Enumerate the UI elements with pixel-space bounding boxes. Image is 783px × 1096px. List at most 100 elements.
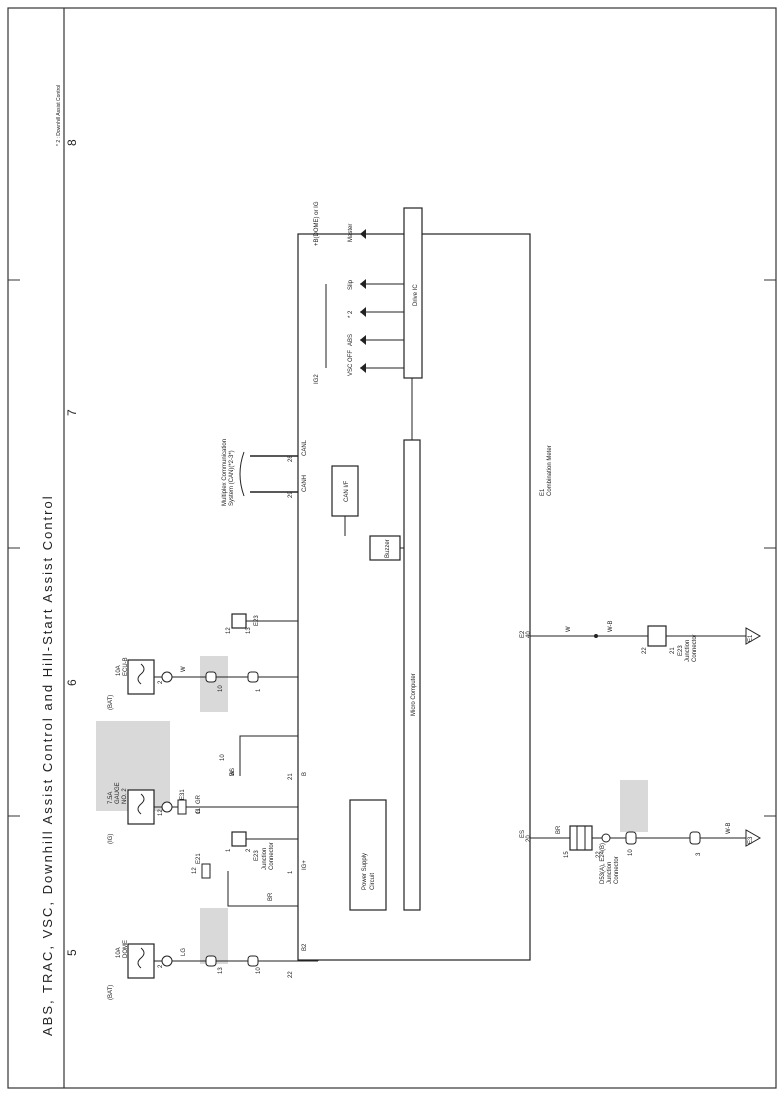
svg-text:13: 13 (246, 627, 252, 634)
fuse-dome: (BAT) 10A DOME 2 13 10 LG (108, 940, 318, 1000)
svg-text:1: 1 (288, 870, 294, 874)
svg-text:G: G (196, 809, 202, 814)
svg-text:CANL: CANL (302, 439, 308, 456)
svg-text:12: 12 (192, 867, 198, 874)
svg-text:22: 22 (288, 971, 294, 978)
diagram-title: ABS, TRAC, VSC, Downhill Assist Control … (40, 494, 55, 1036)
fuse-ecu-b: (BAT) 10A ECU-B 2 10 1 W (108, 657, 320, 710)
svg-text:BR: BR (556, 825, 562, 834)
svg-text:10A: 10A (116, 947, 122, 958)
svg-text:13: 13 (218, 967, 224, 974)
svg-text:GR: GR (196, 794, 202, 804)
svg-text:2: 2 (158, 964, 164, 968)
svg-text:Connector: Connector (692, 634, 698, 662)
zone-label: 8 (65, 139, 79, 146)
svg-text:40: 40 (526, 631, 532, 638)
svg-text:Junction: Junction (607, 862, 613, 884)
svg-text:+B(DOME) or IG: +B(DOME) or IG (314, 201, 320, 246)
svg-text:21: 21 (670, 647, 676, 654)
svg-text:System (CAN)(*2-3*): System (CAN)(*2-3*) (229, 450, 235, 506)
svg-text:21: 21 (288, 773, 294, 780)
svg-text:NO. 2: NO. 2 (122, 788, 128, 804)
svg-text:12: 12 (226, 627, 232, 634)
svg-text:W-B: W-B (608, 620, 614, 632)
svg-text:BR: BR (268, 892, 274, 901)
svg-text:Master: Master (348, 224, 354, 242)
svg-text:ABS: ABS (348, 334, 354, 346)
svg-text:(BAT): (BAT) (108, 985, 114, 1000)
svg-text:28: 28 (288, 455, 294, 462)
indicator-downhill-assist: * 2 (348, 307, 404, 318)
svg-text:E23: E23 (254, 850, 260, 861)
svg-text:GAUGE: GAUGE (115, 782, 121, 804)
svg-text:E21: E21 (196, 853, 202, 864)
zone-label: 7 (65, 409, 79, 416)
svg-text:1: 1 (256, 688, 262, 692)
svg-text:Drive IC: Drive IC (413, 284, 419, 306)
shade-area (200, 908, 228, 964)
svg-text:ES: ES (520, 830, 526, 838)
svg-text:W-B: W-B (726, 822, 732, 834)
shade-area (96, 721, 170, 811)
junction-connector-e23: E23 Junction Connector E23 1 2 12 13 (226, 613, 275, 870)
svg-text:Power Supply: Power Supply (362, 853, 368, 890)
svg-text:Connector: Connector (269, 842, 275, 870)
svg-text:IG2: IG2 (314, 374, 320, 384)
svg-text:Junction: Junction (262, 848, 268, 870)
svg-text:ECU-B: ECU-B (123, 657, 129, 676)
svg-text:E23: E23 (254, 615, 260, 626)
svg-text:20: 20 (526, 835, 532, 842)
indicator-abs: ABS (348, 334, 404, 346)
svg-text:E1: E1 (540, 488, 546, 496)
svg-text:11: 11 (196, 807, 202, 814)
svg-text:22: 22 (596, 851, 602, 858)
combination-meter-e1: E1 Combination Meter 22 B2 1 IG+ 21 B 20… (288, 201, 553, 978)
svg-text:3: 3 (696, 852, 702, 856)
svg-text:E2: E2 (520, 630, 526, 638)
zone-label: 6 (65, 679, 79, 686)
svg-text:10A: 10A (116, 665, 122, 676)
svg-text:10: 10 (220, 754, 226, 761)
svg-text:DOME: DOME (123, 940, 129, 958)
svg-text:* 2: * 2 (348, 310, 354, 318)
svg-text:B2: B2 (302, 943, 308, 951)
can-bus-lines: Multiplex Communication System (CAN)(*2-… (222, 439, 298, 506)
footnote: * 2 : Downhill Assist Control (56, 85, 62, 146)
svg-text:IG+: IG+ (302, 860, 308, 870)
drive-ic (403, 207, 423, 379)
svg-text:Micro Computer: Micro Computer (411, 673, 417, 716)
fuse-gauge-no2: (IG) 7.5A GAUGE NO. 2 12 E31 11 GR (108, 782, 290, 844)
svg-text:E31: E31 (180, 789, 186, 800)
svg-text:E3: E3 (748, 836, 754, 844)
svg-text:12: 12 (158, 809, 164, 816)
indicator-slip: Slip (348, 279, 404, 290)
svg-text:2: 2 (158, 680, 164, 684)
svg-text:CAN I/F: CAN I/F (344, 480, 350, 502)
svg-text:LG: LG (181, 948, 187, 956)
svg-text:10: 10 (628, 849, 634, 856)
svg-text:Multiplex Communication: Multiplex Communication (222, 439, 228, 506)
shade-area (620, 780, 648, 832)
svg-text:W: W (181, 666, 187, 672)
svg-text:29: 29 (288, 491, 294, 498)
svg-text:E23: E23 (678, 645, 684, 656)
svg-text:7.5A: 7.5A (108, 792, 114, 804)
svg-text:10: 10 (256, 967, 262, 974)
svg-text:E1: E1 (748, 634, 754, 642)
power-supply-circuit (349, 799, 387, 911)
svg-text:(IG): (IG) (108, 834, 114, 844)
svg-text:VSC OFF: VSC OFF (348, 350, 354, 376)
svg-text:W: W (566, 626, 572, 632)
svg-text:Slip: Slip (348, 279, 354, 290)
indicator-master: Master (348, 224, 404, 242)
svg-text:D53(A), E24(B): D53(A), E24(B) (600, 843, 606, 884)
junction-connector-e23-bottom: E23 Junction Connector 22 21 W W-B E1 (530, 620, 762, 662)
zone-label: 5 (65, 949, 79, 956)
svg-text:(BAT): (BAT) (108, 695, 114, 710)
svg-text:Buzzer: Buzzer (385, 539, 391, 558)
shade-area (200, 656, 228, 712)
svg-text:Junction: Junction (685, 640, 691, 662)
junction-connector-bottom: D53(A), E24(B) Junction Connector 15 22 … (530, 822, 762, 884)
